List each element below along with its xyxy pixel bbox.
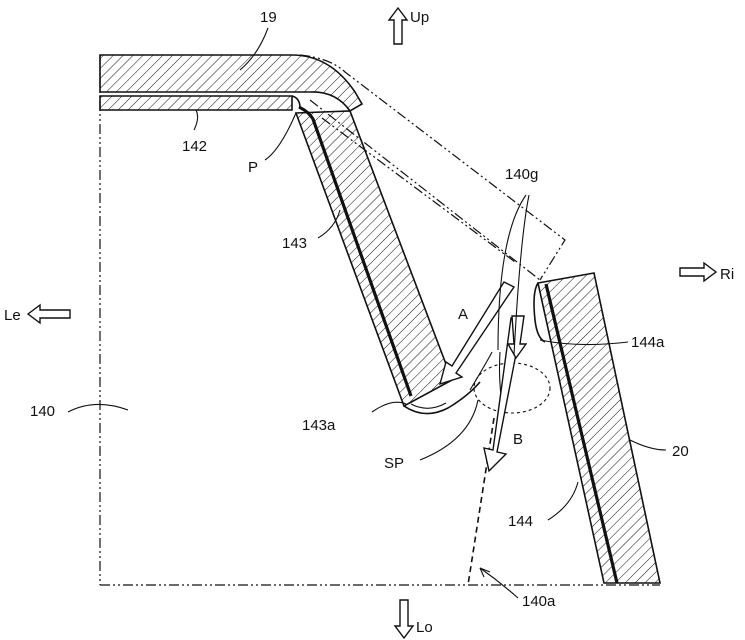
seal-lip-curve xyxy=(469,351,493,391)
label-144a: 144a xyxy=(631,334,665,351)
edge-143a-curl xyxy=(403,381,481,415)
leader-143 xyxy=(317,209,341,239)
strip-142-end xyxy=(291,95,301,109)
arrow-b-small xyxy=(506,315,528,360)
edge-143a-curl-inner xyxy=(410,402,447,409)
direction-left-label: Le xyxy=(4,307,21,324)
panel-143 xyxy=(294,110,453,408)
boundary-140a xyxy=(467,417,495,586)
label-sp: SP xyxy=(384,455,404,472)
leader-19 xyxy=(239,27,269,71)
leader-144a xyxy=(539,339,629,346)
direction-lower-arrow xyxy=(393,599,415,640)
label-a: A xyxy=(458,306,468,323)
direction-right-label: Ri xyxy=(720,266,734,283)
direction-left-arrow xyxy=(26,303,71,325)
direction-lower-label: Lo xyxy=(416,619,433,636)
leader-p xyxy=(264,112,297,161)
arrow-a xyxy=(438,281,516,386)
label-p: P xyxy=(248,159,258,176)
direction-up-arrow xyxy=(387,6,409,45)
region-sp xyxy=(473,362,551,414)
leader-20 xyxy=(629,439,667,451)
layer-144 xyxy=(544,283,619,584)
layer-143-inner xyxy=(298,105,413,397)
label-140g: 140g xyxy=(505,166,538,183)
leader-144 xyxy=(547,481,579,521)
direction-right-arrow xyxy=(679,261,718,283)
leader-140g-2 xyxy=(513,194,530,356)
label-140: 140 xyxy=(30,403,55,420)
direction-up-label: Up xyxy=(410,9,429,26)
region-140-boundary xyxy=(99,55,660,586)
leader-140g-1 xyxy=(497,194,527,351)
label-143a: 143a xyxy=(302,417,336,434)
label-b: B xyxy=(513,431,523,448)
leader-sp xyxy=(419,399,479,461)
label-142: 142 xyxy=(182,138,207,155)
label-143: 143 xyxy=(282,235,307,252)
leader-140a-arrow xyxy=(479,567,491,578)
leader-143a xyxy=(371,401,407,413)
label-20: 20 xyxy=(672,443,689,460)
strip-142 xyxy=(99,95,293,111)
leader-140a xyxy=(479,567,519,599)
label-140a: 140a xyxy=(522,593,556,610)
edge-144a-curl xyxy=(533,282,546,343)
label-144: 144 xyxy=(508,513,533,530)
leader-142 xyxy=(193,109,199,131)
label-19: 19 xyxy=(260,9,277,26)
panel-19 xyxy=(99,54,364,113)
leader-140 xyxy=(67,403,129,413)
panel-20 xyxy=(537,272,661,584)
